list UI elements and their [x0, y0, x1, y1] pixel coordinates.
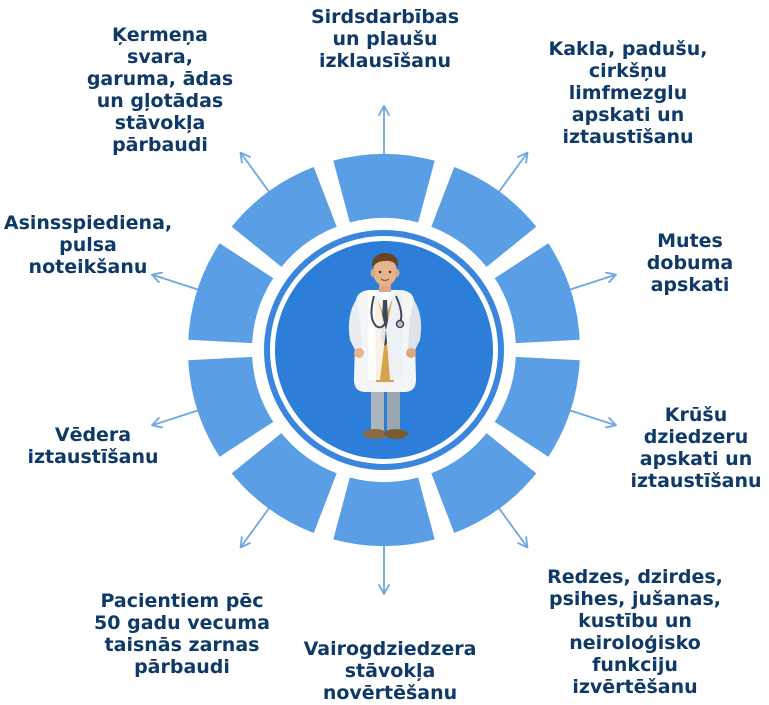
ring-segment [431, 167, 537, 267]
label-top-line-2: un plaušu [332, 28, 438, 50]
label-top-right-line-4: apskati un [571, 104, 685, 126]
label-bottom-left-line-4: pārbaudi [134, 656, 230, 678]
ring-segment [333, 154, 435, 223]
label-right-upper-line-3: apskati [650, 274, 730, 296]
label-bottom-right: Redzes, dzirdes, psihes, jušanas, kustīb… [540, 566, 730, 698]
label-right-upper-line-2: dobuma [646, 252, 734, 274]
label-bottom-right-line-4: neiroloģisko [569, 632, 701, 654]
label-bottom-left-line-1: Pacientiem pēc [100, 590, 264, 612]
label-top: Sirdsdarbības un plaušu izklausīšanu [305, 6, 465, 72]
label-bottom-line-2: stāvokļa [344, 660, 436, 682]
label-top-left-line-3: garuma, ādas [86, 68, 234, 90]
ring-segment [494, 356, 580, 457]
label-top-left-line-6: pārbaudi [112, 134, 208, 156]
label-right-upper-line-1: Mutes [657, 230, 723, 252]
label-left-upper: Asinsspiediena, pulsa noteikšanu [0, 212, 176, 278]
label-top-right-line-2: cirkšņu [588, 60, 668, 82]
label-bottom-right-line-2: psihes, jušanas, [548, 588, 722, 610]
segment-ring [188, 154, 580, 546]
label-top-left-line-1: Ķermeņa [111, 24, 208, 46]
label-top-left-line-5: stāvokļa [114, 112, 206, 134]
label-left-lower: Vēdera iztaustīšanu [18, 424, 168, 468]
label-bottom: Vairogdziedzera stāvokļa novērtēšanu [300, 638, 480, 704]
label-top-left: Ķermeņa svara, garuma, ādas un gļotādas … [80, 24, 240, 156]
label-left-lower-line-1: Vēdera [54, 424, 132, 446]
label-left-upper-line-1: Asinsspiediena, [3, 212, 173, 234]
ring-segment [188, 356, 274, 457]
label-bottom-left-line-3: taisnās zarnas [104, 634, 260, 656]
label-top-left-line-2: svara, [127, 46, 193, 68]
label-right-lower-line-4: iztaustīšanu [630, 470, 762, 492]
ring-segment [231, 433, 337, 533]
label-top-left-line-4: un gļotādas [96, 90, 224, 112]
label-right-lower: Krūšu dziedzeru apskati un iztaustīšanu [626, 404, 766, 492]
label-top-right-line-1: Kakla, padušu, [548, 38, 708, 60]
label-right-upper: Mutes dobuma apskati [630, 230, 750, 296]
label-bottom-right-line-5: funkciju [592, 654, 678, 676]
ring-segment [494, 243, 580, 344]
label-right-lower-line-1: Krūšu [664, 404, 728, 426]
label-left-upper-line-3: noteikšanu [28, 256, 148, 278]
label-bottom-right-line-6: izvērtēšanu [572, 676, 698, 698]
label-bottom-left-line-2: 50 gadu vecuma [94, 612, 270, 634]
ring-segment [333, 477, 435, 546]
label-bottom-left: Pacientiem pēc 50 gadu vecuma taisnās za… [92, 590, 272, 678]
label-left-lower-line-2: iztaustīšanu [27, 446, 159, 468]
label-bottom-right-line-3: kustību un [578, 610, 692, 632]
ring-segment [231, 167, 337, 267]
label-top-right-line-5: iztaustīšanu [562, 126, 694, 148]
label-bottom-right-line-1: Redzes, dzirdes, [547, 566, 723, 588]
label-bottom-line-3: novērtēšanu [322, 682, 458, 704]
ring-segment [188, 243, 274, 344]
label-right-lower-line-2: dziedzeru [643, 426, 749, 448]
label-top-line-3: izklausīšanu [318, 50, 452, 72]
label-top-right-line-3: limfmezglu [568, 82, 688, 104]
label-top-right: Kakla, padušu, cirkšņu limfmezglu apskat… [538, 38, 718, 148]
label-right-lower-line-3: apskati un [639, 448, 753, 470]
label-top-line-1: Sirdsdarbības [310, 6, 460, 28]
ring-segment [431, 433, 537, 533]
label-bottom-line-1: Vairogdziedzera [303, 638, 477, 660]
label-left-upper-line-2: pulsa [59, 234, 117, 256]
doctor-icon [348, 253, 422, 439]
